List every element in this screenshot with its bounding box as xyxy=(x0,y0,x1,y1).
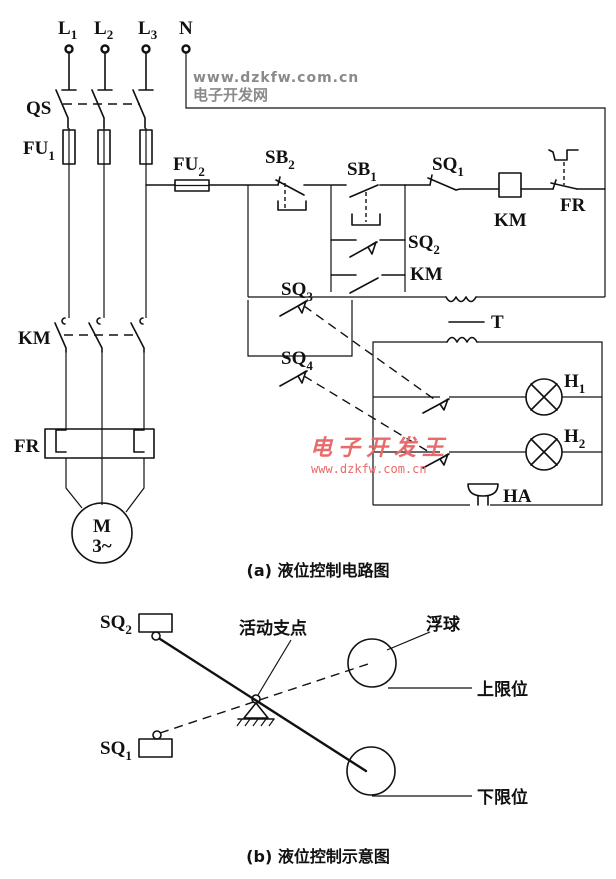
supply-terminals: L1 L2 L3 N xyxy=(58,18,193,54)
contactor-coil-icon xyxy=(498,172,522,198)
terminal-n-label: N xyxy=(179,18,193,39)
float-leader-line xyxy=(386,631,431,651)
alarm-ha-label: HA xyxy=(503,486,532,507)
motor-icon xyxy=(71,502,133,564)
lamp-h1-icon xyxy=(525,378,563,416)
lever-upper-position xyxy=(159,663,369,734)
sq4-linkage-dashes xyxy=(303,375,435,456)
float-label: 浮球 xyxy=(426,614,461,635)
transformer-primary-icon xyxy=(445,296,477,303)
limit-switch-sq3-label: SQ3 xyxy=(281,279,313,304)
control-circuit: FU2 SB2 SB1 SQ2 KM xyxy=(145,53,606,507)
pivot-label: 活动支点 xyxy=(239,618,307,639)
power-circuit: QS FU1 KM xyxy=(14,52,155,564)
sq2-roller-icon xyxy=(151,631,161,641)
caption-a: (a) 液位控制电路图 xyxy=(247,561,390,580)
control-fuse-label: FU2 xyxy=(173,154,205,179)
terminal-l1-icon xyxy=(64,44,74,54)
pivot-icon xyxy=(236,694,275,727)
alarm-bell-icon xyxy=(467,483,499,506)
overload-relay-icon xyxy=(44,428,155,459)
contactor-coil-label: KM xyxy=(494,210,527,231)
sq2-switch-box-icon xyxy=(138,613,173,633)
caption-b: (b) 液位控制示意图 xyxy=(246,847,390,866)
stop-button-sb2-label: SB2 xyxy=(265,147,295,172)
sq3-linked-contact-icon xyxy=(422,398,450,414)
contactor-km-label: KM xyxy=(18,328,51,349)
pivot-leader-line xyxy=(257,639,292,696)
watermark-mid-name: 电子开发王 xyxy=(310,435,450,461)
overload-contact-fr-icon xyxy=(548,149,579,190)
mechanism-diagram: SQ2 SQ1 活动支点 浮球 上限位 下限位 xyxy=(100,612,528,808)
overload-relay-fr-label: FR xyxy=(14,436,40,457)
isolator-qs-icon xyxy=(55,89,146,129)
mech-sq1-label: SQ1 xyxy=(100,738,132,763)
watermark-top: www.dzkfw.com.cn 电子开发网 xyxy=(193,70,359,104)
km-hold-contact-icon xyxy=(349,277,379,294)
contactor-main-contacts-icon xyxy=(54,317,145,353)
limit-switch-sq2-label: SQ2 xyxy=(408,232,440,257)
limit-switch-sq1-contact-icon xyxy=(427,174,457,191)
limit-switch-sq4-label: SQ4 xyxy=(281,348,313,373)
watermark-mid-url: www.dzkfw.com.cn xyxy=(311,462,427,476)
isolator-qs-label: QS xyxy=(26,98,51,119)
limit-switch-sq1-label: SQ1 xyxy=(432,154,464,179)
terminal-l3-icon xyxy=(141,44,151,54)
limit-switch-sq3-icon xyxy=(279,300,308,317)
terminal-n-icon xyxy=(181,44,191,54)
watermark-middle: 电子开发王 www.dzkfw.com.cn xyxy=(310,435,450,476)
overload-contact-fr-label: FR xyxy=(560,195,586,216)
mech-sq2-label: SQ2 xyxy=(100,612,132,637)
watermark-url: www.dzkfw.com.cn xyxy=(193,70,359,86)
start-button-sb1-icon[interactable] xyxy=(349,184,381,226)
terminal-l3-label: L3 xyxy=(138,18,158,42)
lever-lower-position xyxy=(158,637,368,773)
terminal-l2-icon xyxy=(100,44,110,54)
float-ball-lower-icon xyxy=(346,746,396,796)
upper-limit-label: 上限位 xyxy=(477,679,528,700)
start-button-sb1-label: SB1 xyxy=(347,159,377,184)
transformer-secondary-icon xyxy=(446,336,478,343)
lower-limit-label: 下限位 xyxy=(477,787,528,808)
main-fuse-label: FU1 xyxy=(23,138,55,163)
float-ball-upper-icon xyxy=(347,638,397,688)
terminal-l1-label: L1 xyxy=(58,18,77,42)
terminal-l2-label: L2 xyxy=(94,18,113,42)
lamp-h2-label: H2 xyxy=(564,426,585,451)
sq1-roller-icon xyxy=(152,730,162,740)
km-hold-contact-label: KM xyxy=(410,264,443,285)
sq1-switch-box-icon xyxy=(138,738,173,758)
stop-button-sb2-icon[interactable] xyxy=(275,176,307,211)
watermark-name: 电子开发网 xyxy=(193,86,268,104)
lamp-h2-icon xyxy=(525,433,563,471)
lamp-h1-label: H1 xyxy=(564,371,585,396)
main-fuse-icon xyxy=(62,128,153,166)
sq4-linked-contact-icon xyxy=(422,453,450,469)
limit-switch-sq4-icon xyxy=(279,370,308,387)
transformer-t-label: T xyxy=(491,312,504,333)
motor-phase-label: 3~ xyxy=(92,536,112,557)
sq3-linkage-dashes xyxy=(303,305,435,400)
motor-label: M xyxy=(93,516,111,537)
limit-switch-sq2-contact-icon xyxy=(349,241,378,258)
